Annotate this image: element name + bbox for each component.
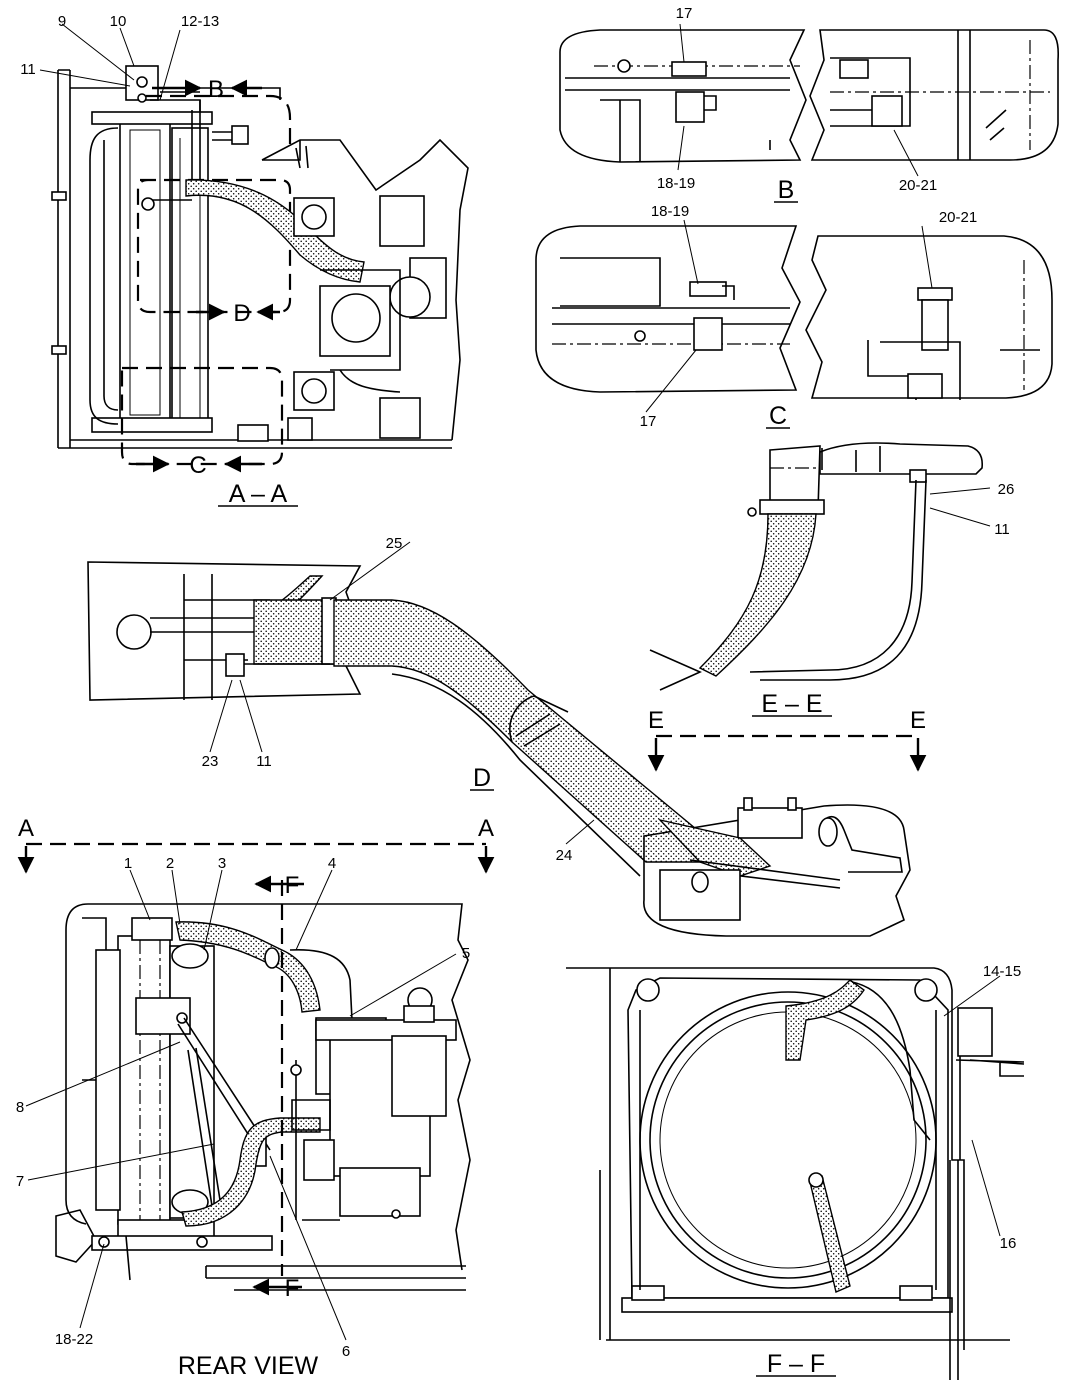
callout-11-ee: 11 [994,521,1010,538]
callout-4: 4 [328,855,336,872]
callout-25: 25 [386,535,403,552]
marker-e-left: E [648,707,664,734]
section-line-aa [17,842,495,874]
bolts-left [51,191,67,355]
callout-16: 16 [1000,1235,1017,1252]
marker-a-left: A [18,815,34,842]
detail-d [87,541,738,877]
callout-17-c: 17 [640,413,657,430]
callout-26: 26 [998,481,1015,498]
callout-20-21-c: 20-21 [939,209,977,226]
title-ee: E – E [761,690,822,718]
title-c: C [769,402,787,430]
callout-labels: 9 10 12-13 11 17 18-19 20-21 18-19 20-21… [16,5,1021,1360]
callout-20-21-b: 20-21 [899,177,937,194]
view-ff [566,967,1025,1380]
callout-7: 7 [16,1173,24,1190]
callout-11-aa: 11 [20,61,36,78]
marker-e-right: E [910,707,926,734]
section-markers: B D C A A E E F F [18,76,926,1302]
callout-18-22: 18-22 [55,1331,93,1348]
title-rear-view: REAR VIEW [178,1352,319,1380]
callout-10: 10 [110,13,127,30]
callout-11-d: 11 [256,753,272,770]
view-ee [649,442,991,691]
callout-3: 3 [218,855,226,872]
callout-14-15: 14-15 [983,963,1021,980]
title-ff: F – F [767,1350,825,1378]
callout-12-13: 12-13 [181,13,219,30]
title-b: B [778,176,795,204]
callout-1: 1 [124,855,132,872]
title-aa: A – A [229,480,288,508]
callout-9: 9 [58,13,66,30]
callout-18-19-b: 18-19 [657,175,695,192]
detail-b [559,23,1060,177]
marker-f-top: F [285,872,300,899]
callout-5: 5 [462,945,470,962]
detail-c [535,219,1053,413]
title-d: D [473,764,491,792]
detail-e-connector [643,734,927,937]
view-aa [39,23,469,473]
callout-17-b: 17 [676,5,693,22]
marker-b: B [208,76,224,103]
rear-view [25,869,471,1341]
marker-a-right: A [478,815,494,842]
callout-8: 8 [16,1099,24,1116]
callout-2: 2 [166,855,174,872]
view-titles: A – A B C E – E D F – F REAR VIEW [178,176,836,1380]
marker-d: D [233,300,250,327]
marker-c: C [189,452,206,479]
marker-f-bottom: F [285,1275,300,1302]
callout-23: 23 [202,753,219,770]
callout-6: 6 [342,1343,350,1360]
callout-24: 24 [556,847,573,864]
callout-18-19-c: 18-19 [651,203,689,220]
